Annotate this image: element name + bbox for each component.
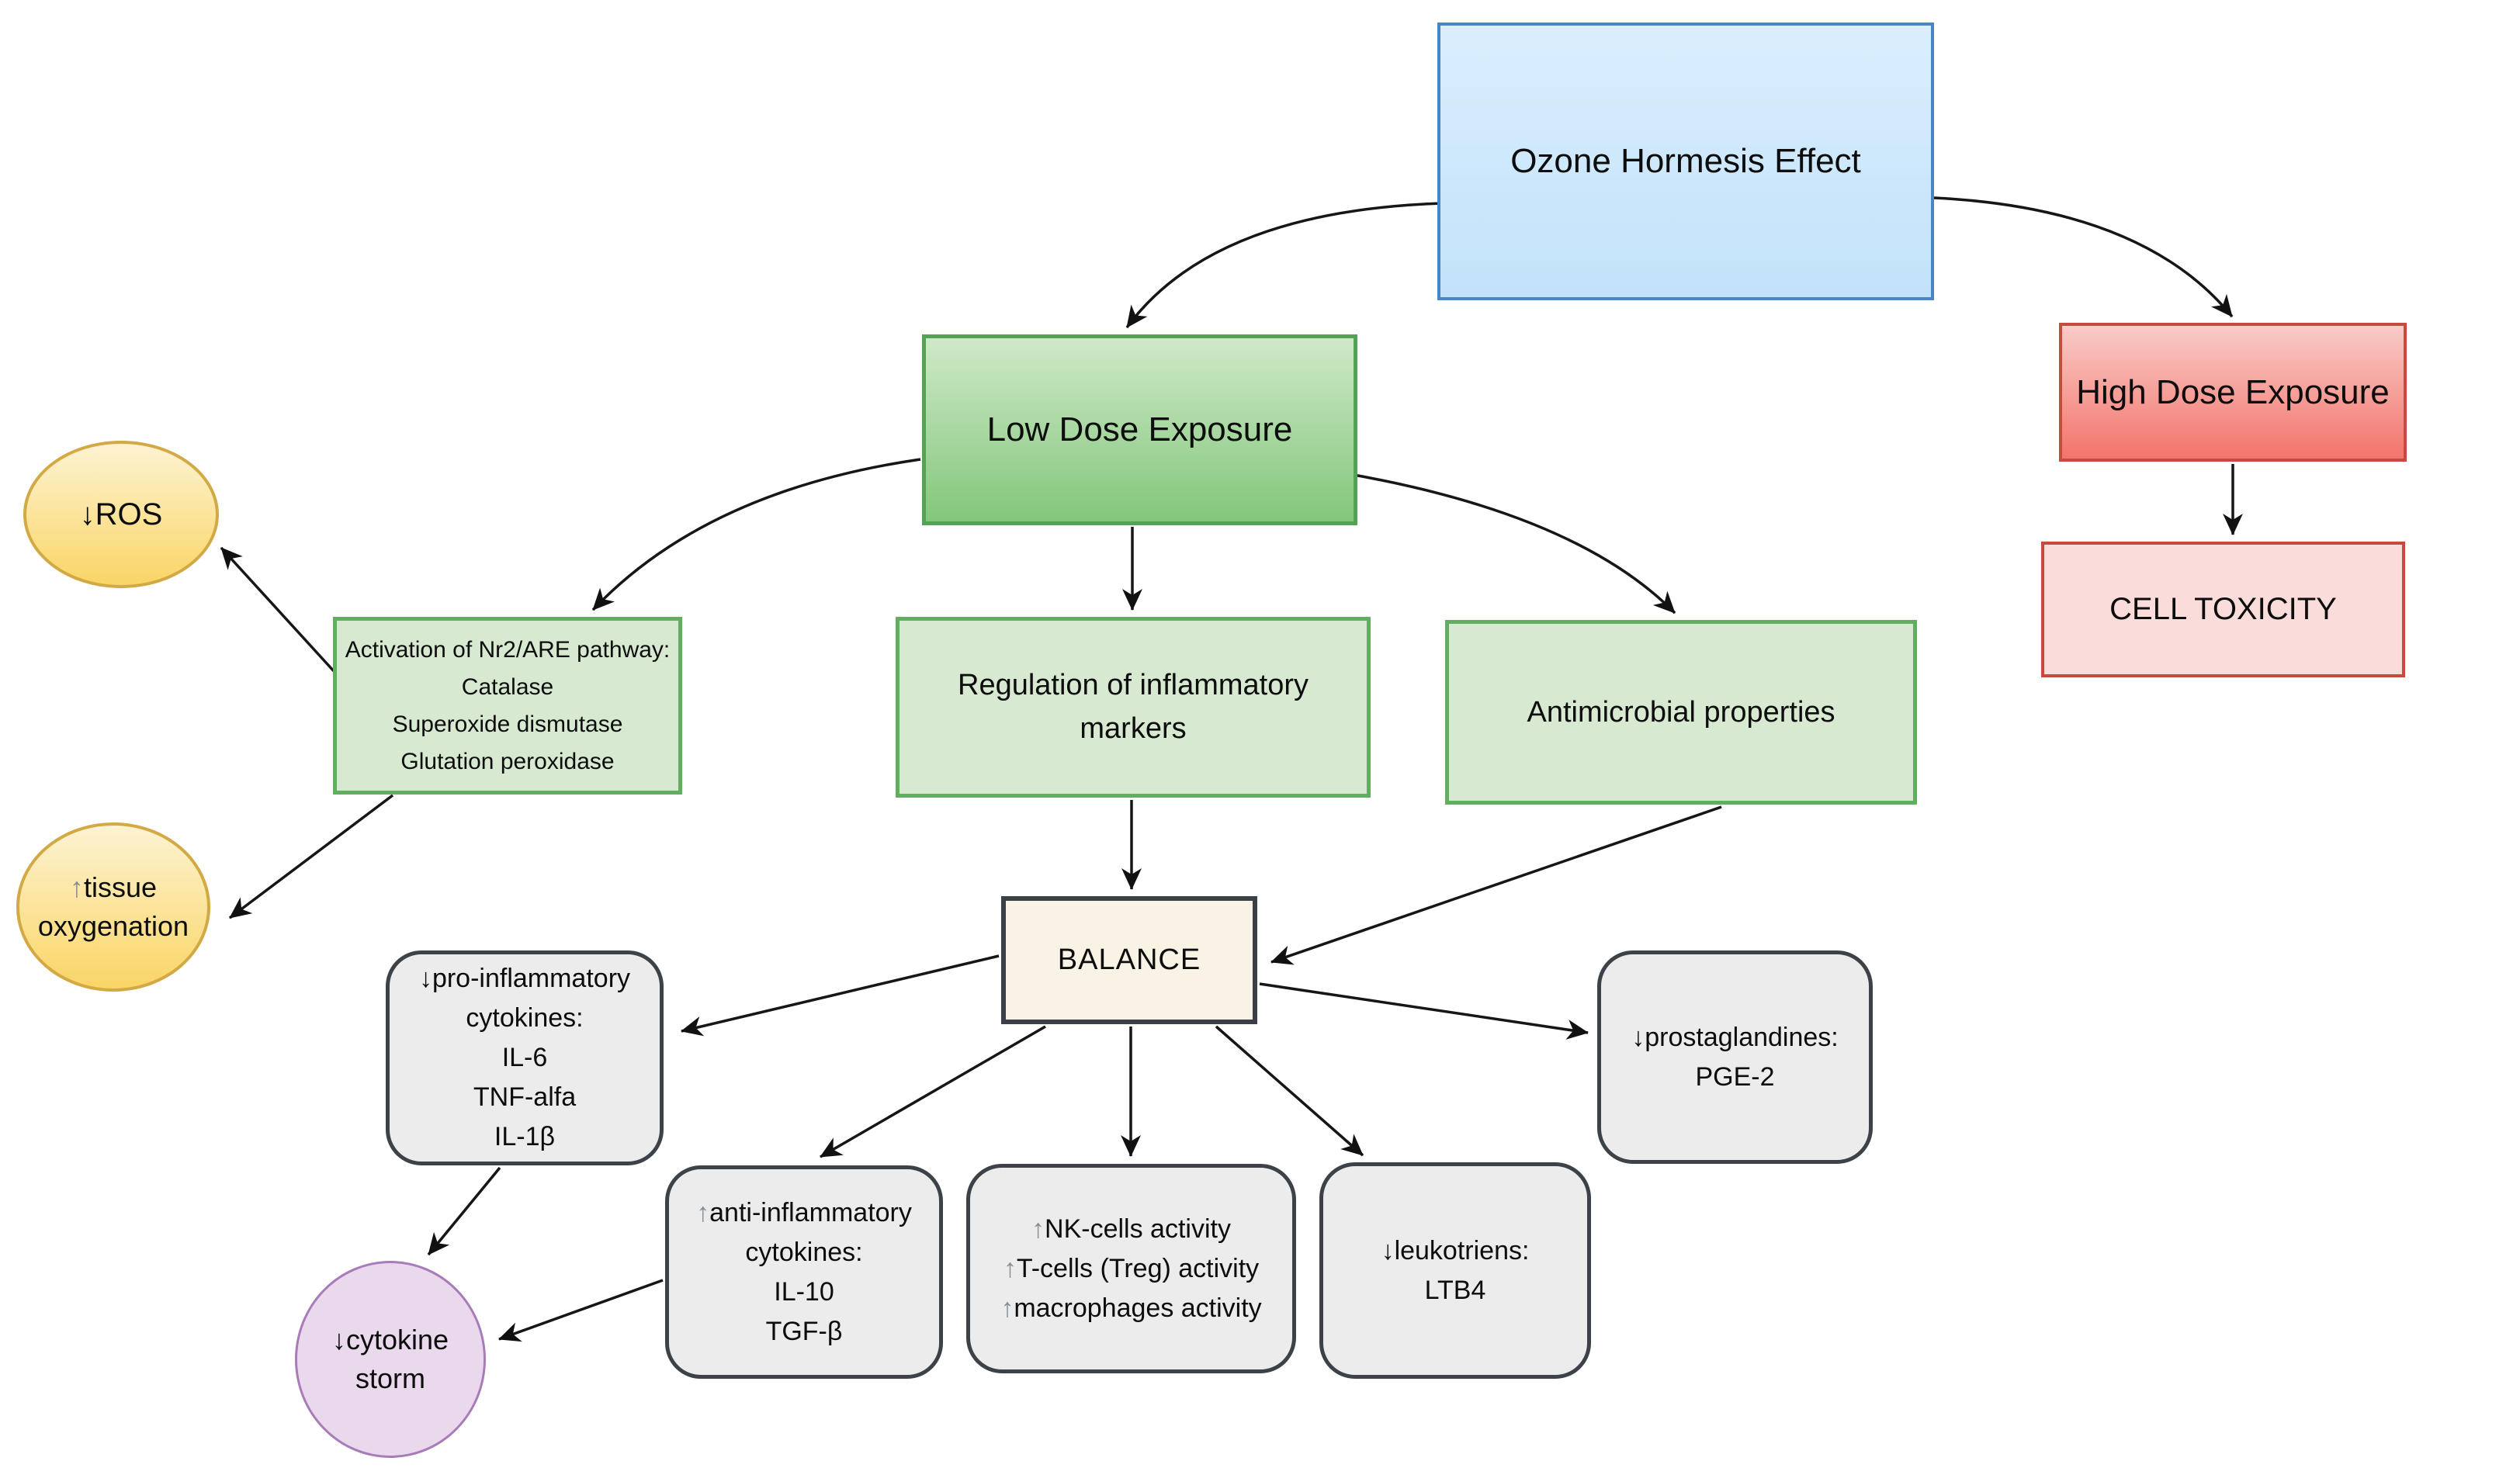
pro-inflammatory-line: IL-1β <box>494 1122 556 1151</box>
nrf-pathway-line: Glutation peroxidase <box>400 748 615 774</box>
anti-inflammatory-cytokines-node: ↑anti-inflammatory cytokines: IL-10 TGF-… <box>665 1165 943 1379</box>
edge-antimicrobial-to-balance <box>1270 805 1722 965</box>
immune-cells-activity-node: ↑NK-cells activity ↑T-cells (Treg) activ… <box>966 1164 1296 1373</box>
down-arrow-icon: ↓ <box>1631 1022 1645 1052</box>
balance-label: BALANCE <box>1057 943 1201 976</box>
high-dose-exposure-label: High Dose Exposure <box>2076 372 2390 411</box>
low-dose-exposure-label: Low Dose Exposure <box>986 410 1293 448</box>
edge-nrf-pathway-to-ros <box>220 546 336 673</box>
regulation-line: Regulation of inflammatory <box>958 669 1309 702</box>
nrf-pathway-line: Catalase <box>461 673 554 700</box>
edge-balance-to-leukotriens <box>1215 1025 1364 1157</box>
balance-node: BALANCE <box>1001 896 1257 1024</box>
down-arrow-icon: ↓ <box>331 1323 346 1355</box>
edge-balance-to-prostaglandines <box>1259 982 1589 1040</box>
edge-nrf-pathway-to-tissue-oxygenation <box>228 794 394 919</box>
edge-ozone-to-low-dose <box>1125 202 1443 329</box>
cytokine-storm-node: ↓cytokine storm <box>295 1261 486 1458</box>
immune-activity-line: ↑T-cells (Treg) activity <box>1003 1253 1260 1283</box>
up-arrow-icon: ↑ <box>1031 1214 1045 1244</box>
nrf-pathway-node: Activation of Nr2/ARE pathway: Catalase … <box>333 617 682 795</box>
pro-inflammatory-line: cytokines: <box>466 1003 584 1033</box>
cell-toxicity-label: CELL TOXICITY <box>2109 592 2337 626</box>
cell-toxicity-node: CELL TOXICITY <box>2041 542 2405 677</box>
leukotriens-line: ↓leukotriens: <box>1381 1235 1530 1265</box>
up-arrow-icon: ↑ <box>69 871 84 903</box>
cytokine-storm-line: storm <box>355 1362 425 1394</box>
high-dose-exposure-node: High Dose Exposure <box>2059 323 2407 462</box>
edge-low-dose-to-antimicrobial <box>1344 472 1676 615</box>
pro-inflammatory-cytokines-node: ↓pro-inflammatory cytokines: IL-6 TNF-al… <box>386 950 664 1165</box>
down-arrow-icon: ↓ <box>1381 1235 1395 1265</box>
down-arrow-icon: ↓ <box>79 497 95 531</box>
anti-inflammatory-line: cytokines: <box>745 1237 863 1267</box>
anti-inflammatory-line: ↑anti-inflammatory <box>696 1197 912 1227</box>
edge-balance-to-anti-inflammatory <box>820 1025 1046 1158</box>
edge-anti-inflammatory-to-cytokine-storm <box>498 1279 664 1342</box>
antimicrobial-properties-label: Antimicrobial properties <box>1527 695 1835 729</box>
cytokine-storm-line: ↓cytokine <box>331 1323 449 1355</box>
ozone-hormesis-effect-label: Ozone Hormesis Effect <box>1510 142 1861 180</box>
prostaglandines-node: ↓prostaglandines: PGE-2 <box>1597 950 1873 1164</box>
pro-inflammatory-line: IL-6 <box>501 1043 548 1072</box>
pro-inflammatory-line: TNF-alfa <box>473 1082 577 1112</box>
tissue-oxygenation-node: ↑tissue oxygenation <box>16 822 210 992</box>
anti-inflammatory-line: TGF-β <box>765 1316 843 1346</box>
ros-node: ↓ROS <box>23 441 219 588</box>
anti-inflammatory-line: IL-10 <box>774 1276 834 1307</box>
tissue-oxygenation-line: ↑tissue <box>69 871 158 903</box>
edge-balance-to-pro-inflammatory <box>681 954 1000 1037</box>
up-arrow-icon: ↑ <box>1000 1293 1014 1323</box>
edge-ozone-to-high-dose <box>1933 196 2234 318</box>
down-arrow-icon: ↓ <box>418 964 432 993</box>
edge-pro-inflammatory-to-cytokine-storm <box>427 1166 501 1256</box>
tissue-oxygenation-line: oxygenation <box>37 910 189 942</box>
nrf-pathway-line: Superoxide dismutase <box>392 711 623 737</box>
nrf-pathway-line: Activation of Nr2/ARE pathway: <box>345 636 671 663</box>
antimicrobial-properties-node: Antimicrobial properties <box>1445 620 1917 805</box>
pro-inflammatory-line: ↓pro-inflammatory <box>418 964 631 993</box>
immune-activity-line: ↑NK-cells activity <box>1031 1214 1231 1244</box>
leukotriens-line: LTB4 <box>1424 1275 1486 1305</box>
edge-low-dose-to-nrf-pathway <box>591 458 921 611</box>
low-dose-exposure-node: Low Dose Exposure <box>922 334 1357 525</box>
leukotriens-node: ↓leukotriens: LTB4 <box>1319 1162 1591 1379</box>
prostaglandines-line: ↓prostaglandines: <box>1631 1022 1839 1052</box>
prostaglandines-line: PGE-2 <box>1695 1061 1775 1092</box>
up-arrow-icon: ↑ <box>1003 1253 1017 1283</box>
regulation-inflammatory-markers-node: Regulation of inflammatory markers <box>896 617 1371 798</box>
regulation-line: markers <box>1080 711 1187 745</box>
up-arrow-icon: ↑ <box>696 1197 710 1227</box>
ros-label: ↓ROS <box>79 497 163 531</box>
ozone-hormesis-effect-node: Ozone Hormesis Effect <box>1437 23 1934 300</box>
immune-activity-line: ↑macrophages activity <box>1000 1293 1262 1323</box>
